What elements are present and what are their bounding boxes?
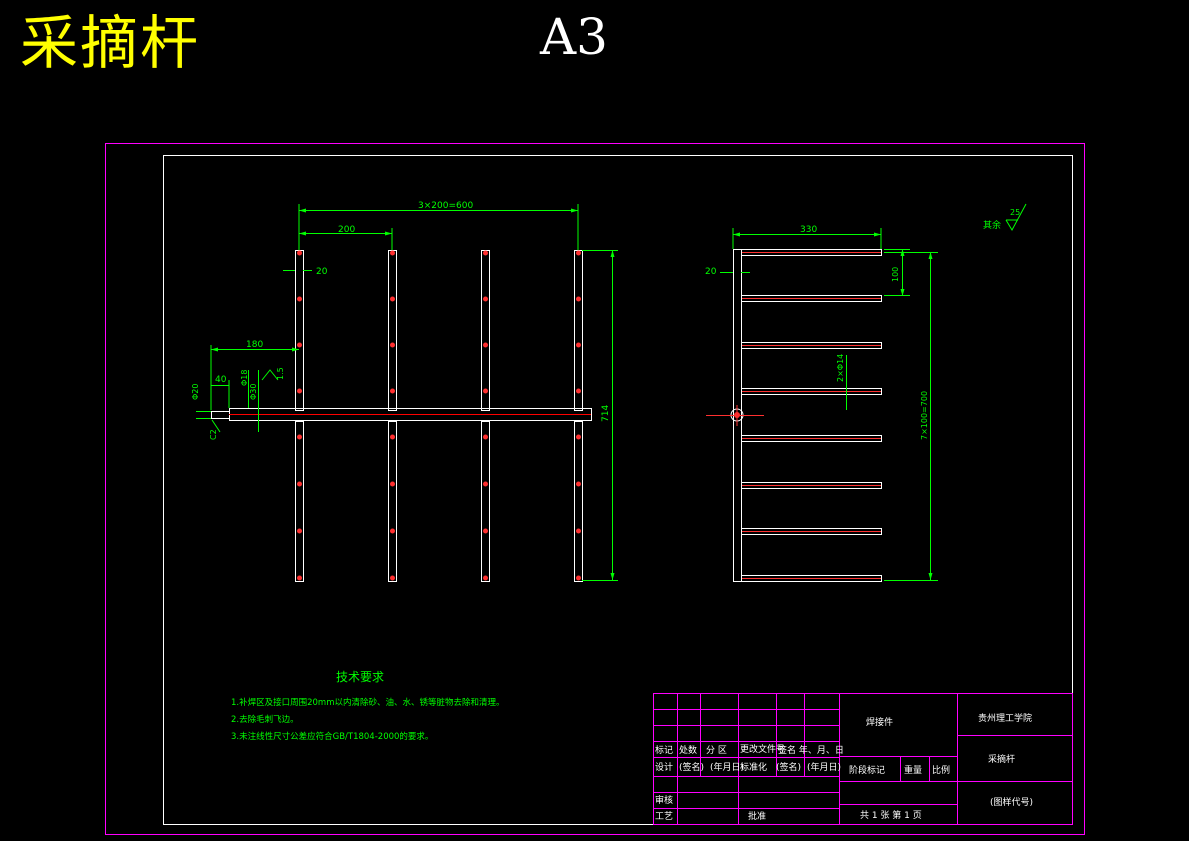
tb-design: 设计	[655, 761, 673, 773]
dim-side-width: 20	[705, 267, 717, 277]
tb-count: 处数	[679, 744, 697, 756]
tech-req-item-3: 3.未注线性尺寸公差应符合GB/T1804-2000的要求。	[231, 731, 433, 742]
tb-date: (年月日)	[710, 761, 744, 773]
dim-length-180: 180	[246, 340, 263, 350]
tb-sign-date: 签名 年、月、日	[778, 744, 844, 756]
tech-requirements: 技术要求 1.补焊区及接口周围20mm以内清除砂、油、水、锈等脏物去除和清理。 …	[231, 670, 505, 742]
dim-tine-width: 20	[316, 267, 328, 277]
tb-sign: (签名)	[679, 761, 704, 773]
sheet-size-label: A3	[540, 8, 608, 66]
tb-sheets: 共 1 张 第 1 页	[860, 809, 922, 821]
outer-frame	[105, 143, 1085, 835]
roughness-label: 其余	[983, 219, 1001, 231]
tb-process: 工艺	[655, 811, 673, 822]
tb-approve: 批准	[748, 810, 766, 822]
tb-change-doc: 更改文件号	[740, 743, 785, 755]
tb-stage: 阶段标记	[849, 764, 885, 776]
roughness-value: 25	[1010, 208, 1020, 217]
tech-req-item-2: 2.去除毛刺飞边。	[231, 714, 299, 725]
dim-length-40: 40	[215, 375, 227, 385]
tb-standard: 标准化	[740, 761, 767, 773]
dim-dia-18: Φ18	[240, 370, 249, 386]
dim-height: 714	[601, 405, 611, 422]
tb-material: 焊接件	[866, 716, 893, 728]
tech-req-item-1: 1.补焊区及接口周围20mm以内清除砂、油、水、锈等脏物去除和清理。	[231, 697, 505, 708]
front-view: 3×200=600 200 20 180 40 Φ20 Φ30 Φ18 1.5 …	[191, 201, 618, 582]
dim-total-spacing: 3×200=600	[418, 201, 473, 211]
dim-ball: 2×Φ14	[836, 354, 845, 382]
dim-side-length: 330	[800, 225, 817, 235]
inner-frame	[163, 155, 1073, 825]
tech-req-title: 技术要求	[336, 670, 384, 684]
dim-spacing: 200	[338, 225, 355, 235]
dim-chamfer: C2	[209, 429, 218, 440]
weld-symbol: 1.5	[276, 367, 285, 380]
tb-scale: 比例	[932, 764, 950, 776]
side-view: 330 20 100 2×Φ14 7×100=700	[705, 225, 938, 582]
tb-sign2: (签名)	[776, 761, 801, 773]
tb-weight: 重量	[904, 764, 922, 776]
dim-dia-20: Φ20	[191, 384, 200, 400]
tb-date2: (年月日)	[807, 761, 841, 773]
tb-review: 审核	[655, 794, 673, 806]
tb-school: 贵州理工学院	[978, 712, 1032, 724]
title-block: 焊接件 贵州理工学院 采摘杆 (图样代号) 共 1 张 第 1 页 标记 处数 …	[653, 693, 1073, 825]
tb-drawing-no: (图样代号)	[990, 796, 1033, 808]
dim-side-total: 7×100=700	[920, 391, 929, 440]
tb-zone: 分 区	[706, 745, 727, 756]
dim-side-spacing: 100	[891, 267, 900, 282]
tb-part-name: 采摘杆	[988, 753, 1015, 765]
dim-dia-30: Φ30	[249, 384, 258, 400]
drawing-title: 采摘杆	[20, 9, 201, 77]
roughness-symbol: 其余 25	[983, 203, 1027, 232]
tb-mark: 标记	[655, 744, 673, 756]
